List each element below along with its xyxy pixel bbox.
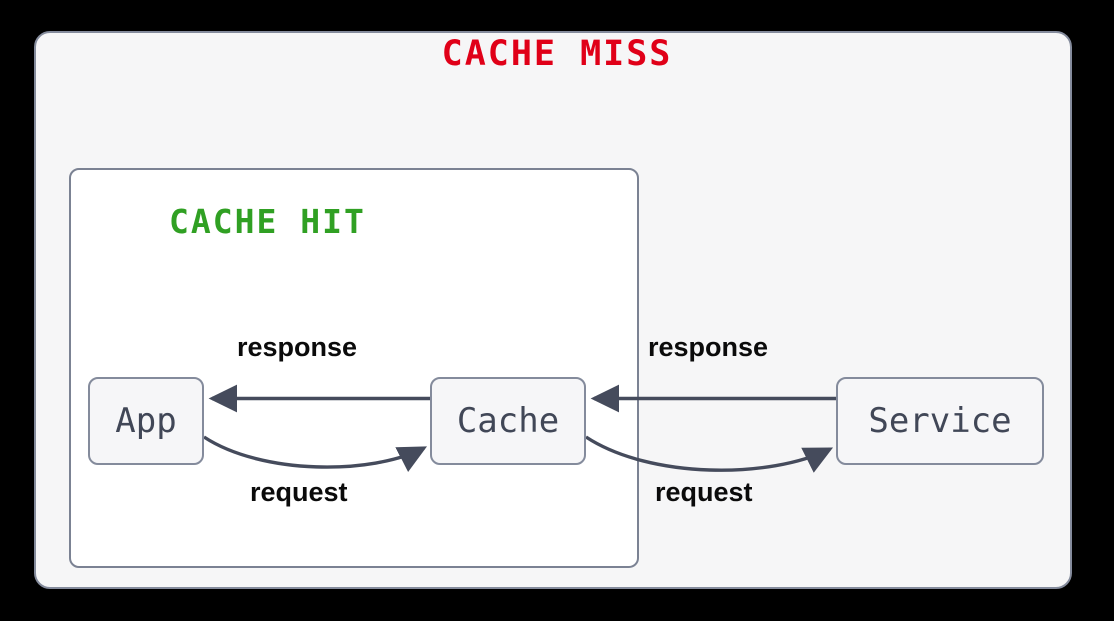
edge-label-cache-to-app: response (237, 332, 358, 362)
cache-miss-title: CACHE MISS (441, 34, 673, 74)
edge-label-service-to-cache: response (648, 332, 769, 362)
node-app[interactable]: App (88, 377, 204, 465)
cache-hit-title: CACHE HIT (169, 202, 366, 241)
node-cache[interactable]: Cache (430, 377, 586, 465)
edge-label-app-to-cache: request (250, 477, 348, 507)
node-service[interactable]: Service (836, 377, 1044, 465)
cache-hit-container (69, 168, 639, 568)
edge-label-cache-to-service: request (655, 477, 753, 507)
